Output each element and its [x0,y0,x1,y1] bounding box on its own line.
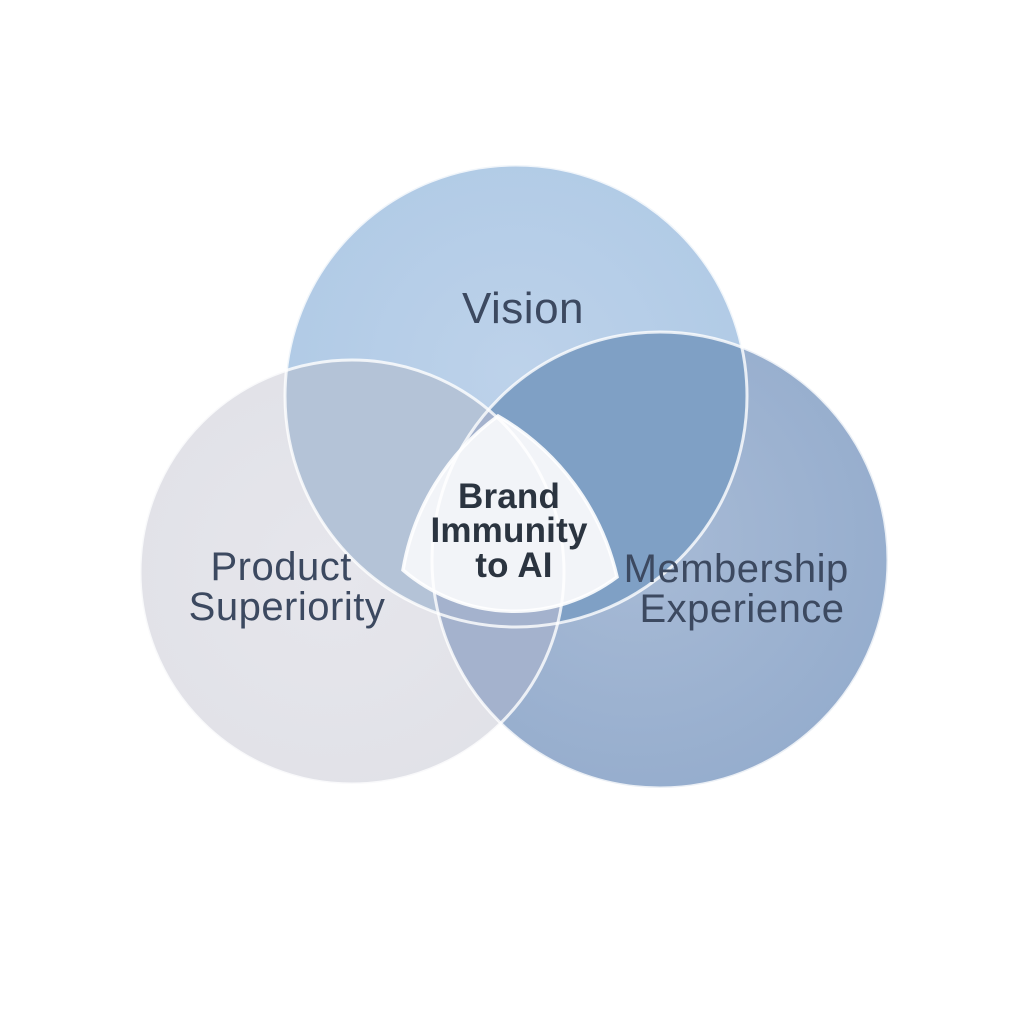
center-region-seam [401,413,619,613]
membership-experience-label: Membership Experience [624,547,861,631]
product-circle-seam [138,358,566,786]
vision-label: Vision [462,284,584,333]
product-superiority-label-line1: Product [211,545,352,589]
vision-circle-seam [283,163,749,629]
membership-circle-seam [430,330,890,790]
center-region-label-line2: Immunity [430,511,588,550]
overlap-vision-membership [432,332,747,627]
center-region-label-line3: to AI [475,546,552,585]
center-region-label: Brand Immunity to AI [430,477,597,585]
membership-experience-label-line1: Membership [624,547,849,591]
product-superiority-label: Product Superiority [189,545,386,629]
center-region-label-line1: Brand [458,477,560,516]
membership-experience-label-line2: Experience [639,587,844,631]
product-superiority-label-line2: Superiority [189,585,386,629]
circle-seams [138,163,890,790]
